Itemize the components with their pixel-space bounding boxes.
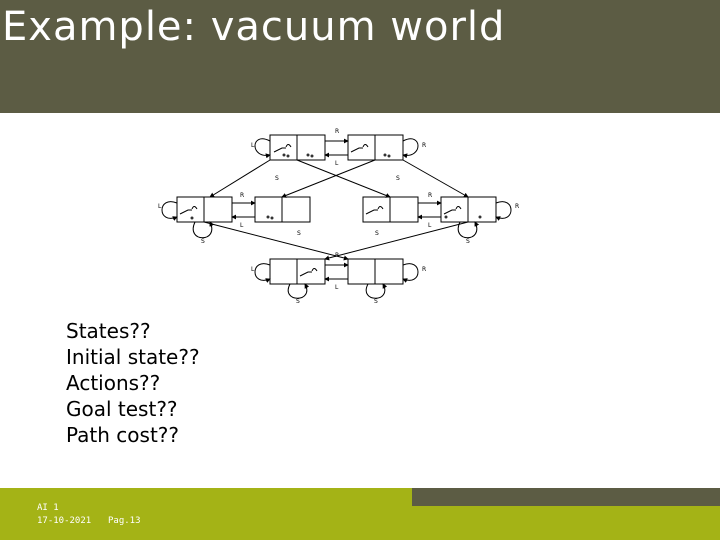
vacuum-state-diagram: R L L R R L R L L R L R R L S S S S S S … [158, 128, 519, 305]
footer-bar [0, 506, 720, 540]
footer-accent-right [412, 488, 720, 506]
label-right-6: R [422, 266, 426, 273]
label-left-4: L [428, 222, 432, 229]
label-left-2: L [251, 142, 255, 149]
label-right-5: R [515, 203, 519, 210]
question-states: States?? [66, 319, 151, 343]
label-suck-7: S [297, 230, 301, 237]
question-actions: Actions?? [66, 371, 161, 395]
question-goal-test: Goal test?? [66, 397, 178, 421]
label-suck-3: S [296, 298, 300, 305]
label-suck-8: S [375, 230, 379, 237]
footer-course: AI 1 [37, 503, 59, 513]
label-right-1: R [335, 128, 339, 135]
footer-page: Pag.13 [108, 516, 141, 526]
label-right-4: R [428, 192, 432, 199]
label-left-1: L [335, 160, 339, 167]
label-suck-4: S [374, 298, 378, 305]
title-bar: Example: vacuum world [0, 0, 720, 113]
footer-accent-left [0, 488, 412, 506]
label-suck-5: S [275, 175, 279, 182]
footer-date: 17-10-2021 [37, 516, 92, 526]
label-right-7: R [335, 252, 339, 259]
question-initial-state: Initial state?? [66, 345, 200, 369]
slide-title: Example: vacuum world [2, 4, 506, 50]
label-right-3: R [240, 192, 244, 199]
question-list: States?? Initial state?? Actions?? Goal … [66, 318, 200, 448]
label-left-7: L [335, 284, 339, 291]
label-left-5: L [158, 203, 162, 210]
label-suck-1: S [201, 238, 205, 245]
label-left-3: L [240, 222, 244, 229]
label-right-2: R [422, 142, 426, 149]
label-suck-6: S [396, 175, 400, 182]
question-path-cost: Path cost?? [66, 423, 180, 447]
label-left-6: L [251, 266, 255, 273]
label-suck-2: S [466, 238, 470, 245]
